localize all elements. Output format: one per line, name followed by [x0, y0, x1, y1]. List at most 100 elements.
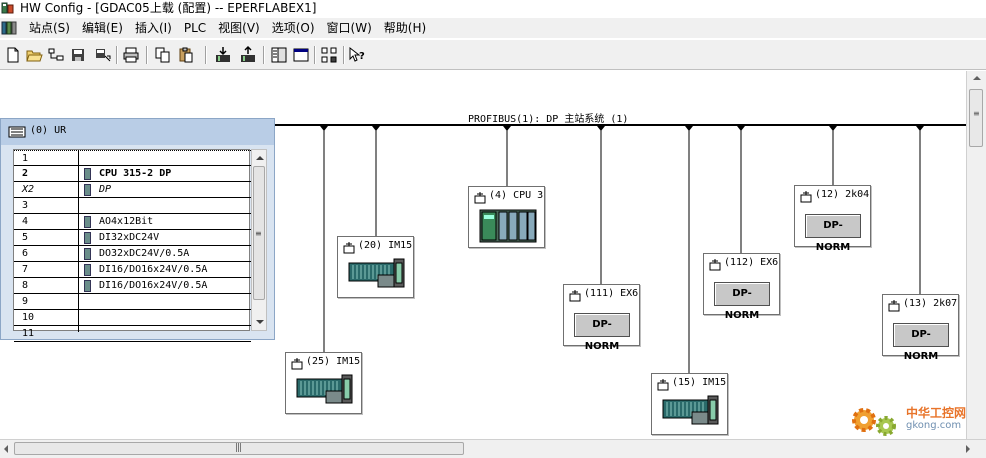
window-icon[interactable] — [292, 46, 310, 64]
gkong-watermark: 中华工控网 gkong.com — [848, 400, 978, 440]
io-module-icon — [84, 280, 91, 292]
toolbar-separator — [146, 46, 148, 64]
rack-row[interactable]: 2 CPU 315-2 DP — [14, 166, 251, 182]
catalog-icon[interactable] — [270, 46, 288, 64]
io-module-icon — [84, 264, 91, 276]
slot-number: 3 — [22, 200, 29, 211]
rack-row[interactable]: 1 — [14, 150, 251, 166]
rack-row[interactable]: 9 — [14, 294, 251, 310]
station-112-ex6[interactable]: (112) EX6 DP-NORM — [703, 253, 780, 321]
rack-scrollbar[interactable]: ≡ — [251, 149, 267, 331]
dp-slave-icon — [343, 242, 355, 254]
station-label: (20) IM15 — [358, 240, 413, 251]
station-label: (12) 2k04 — [815, 189, 870, 200]
station-label: (15) IM15 — [672, 377, 727, 388]
io-module-icon — [84, 216, 91, 228]
menu-bar: 站点(S) 编辑(E) 插入(I) PLC 视图(V) 选项(O) 窗口(W) … — [0, 18, 986, 38]
rack-row[interactable]: 8 DI16/DO16x24V/0.5A — [14, 278, 251, 294]
help-cursor-icon[interactable]: ? — [348, 46, 366, 64]
station-111-ex6[interactable]: (111) EX6 DP-NORM — [563, 284, 640, 352]
bus-taps — [320, 125, 924, 373]
rack-title-bar[interactable]: (0) UR — [1, 119, 274, 145]
profibus-label[interactable]: PROFIBUS(1): DP 主站系统 (1) — [468, 114, 629, 125]
slot-number: 6 — [22, 248, 29, 259]
save-icon[interactable] — [69, 46, 87, 64]
module-name: AO4x12Bit — [99, 216, 154, 227]
scroll-up-arrow-icon[interactable] — [973, 76, 981, 80]
rack-icon — [8, 126, 26, 138]
toolbar: ? — [0, 40, 986, 70]
rack-row[interactable]: 11 — [14, 326, 251, 342]
station-12-2k04[interactable]: (12) 2k04 DP-NORM — [794, 185, 871, 253]
paste-icon[interactable] — [177, 46, 195, 64]
station-label: (112) EX6 — [724, 257, 779, 268]
station-4-cpu[interactable]: (4) CPU 3 — [468, 186, 545, 248]
title-bar: HW Config - [GDAC05上载 (配置) -- EPERFLABEX… — [0, 0, 986, 17]
rack-row[interactable]: 3 — [14, 198, 251, 214]
rack-row[interactable]: 7 DI16/DO16x24V/0.5A — [14, 262, 251, 278]
scroll-down-arrow-icon[interactable] — [256, 320, 264, 324]
slot-number: 11 — [22, 328, 35, 339]
compile-save-icon[interactable] — [94, 46, 112, 64]
download-icon[interactable] — [214, 46, 232, 64]
scroll-up-arrow-icon[interactable] — [256, 156, 264, 160]
scroll-left-arrow-icon[interactable] — [4, 445, 8, 453]
station-25-im15[interactable]: (25) IM15 — [285, 352, 362, 414]
et200-module-icon — [296, 374, 353, 404]
station-label: (4) CPU 3 — [489, 190, 544, 201]
menu-insert[interactable]: 插入(I) — [134, 21, 172, 35]
rack-title: (0) UR — [30, 125, 67, 136]
menu-help[interactable]: 帮助(H) — [383, 21, 427, 35]
toolbar-separator — [314, 46, 316, 64]
menu-plc[interactable]: PLC — [183, 21, 207, 35]
svg-text:?: ? — [359, 51, 365, 62]
slot-number: 8 — [22, 280, 29, 291]
scroll-grip-icon: ||| — [235, 443, 242, 453]
menu-window[interactable]: 窗口(W) — [326, 21, 372, 35]
io-module-icon — [84, 232, 91, 244]
rack-row[interactable]: 6 DO32xDC24V/0.5A — [14, 246, 251, 262]
rack-slot-table: 1 2 CPU 315-2 DP X2 DP 3 4 AO4x12Bit 5 — [13, 149, 251, 342]
dp-norm-badge: DP-NORM — [805, 214, 861, 253]
upload-icon[interactable] — [239, 45, 257, 64]
dp-norm-badge: DP-NORM — [574, 313, 630, 352]
module-name: DI16/DO16x24V/0.5A — [99, 264, 208, 275]
menu-options[interactable]: 选项(O) — [271, 21, 315, 35]
print-icon[interactable] — [122, 46, 140, 64]
network-view-icon[interactable] — [320, 46, 338, 64]
rack-row[interactable]: 10 — [14, 310, 251, 326]
dp-slave-icon — [709, 259, 721, 271]
station-menu-icon[interactable] — [1, 20, 17, 36]
gear-logo-icon — [852, 408, 896, 436]
toolbar-separator — [116, 46, 118, 64]
scroll-right-arrow-icon[interactable] — [966, 445, 970, 453]
workspace-vertical-scrollbar[interactable]: ≡ — [966, 71, 986, 439]
menu-view[interactable]: 视图(V) — [218, 21, 260, 35]
rack-row[interactable]: 4 AO4x12Bit — [14, 214, 251, 230]
module-name: DI32xDC24V — [99, 232, 160, 243]
copy-icon[interactable] — [154, 46, 172, 64]
workspace-horizontal-scrollbar[interactable]: ||| — [0, 439, 986, 458]
menu-edit[interactable]: 编辑(E) — [81, 21, 123, 35]
rack-row[interactable]: X2 DP — [14, 182, 251, 198]
horizontal-scroll-thumb[interactable]: ||| — [14, 442, 464, 455]
dp-slave-icon — [569, 290, 581, 302]
slot-number: 2 — [22, 168, 29, 179]
menu-station[interactable]: 站点(S) — [29, 21, 70, 35]
station-20-im15[interactable]: (20) IM15 — [337, 236, 414, 298]
window-title: HW Config - [GDAC05上载 (配置) -- EPERFLABEX… — [20, 1, 317, 15]
station-13-2k07[interactable]: (13) 2k07 DP-NORM — [882, 294, 959, 362]
station-label: (13) 2k07 — [903, 298, 958, 309]
new-icon[interactable] — [4, 46, 22, 64]
rack-column-divider — [78, 150, 79, 332]
rack-window[interactable]: (0) UR 1 2 CPU 315-2 DP X2 DP 3 4 — [0, 118, 275, 342]
toolbar-separator — [343, 46, 345, 64]
vertical-scroll-thumb[interactable]: ≡ — [969, 89, 983, 147]
open-icon[interactable] — [25, 46, 43, 64]
rack-row[interactable]: 5 DI32xDC24V — [14, 230, 251, 246]
network-open-icon[interactable] — [47, 46, 65, 64]
rack-scroll-thumb[interactable] — [253, 166, 265, 300]
station-15-im15[interactable]: (15) IM15 — [651, 373, 728, 435]
slot-number: 5 — [22, 232, 29, 243]
dp-norm-badge: DP-NORM — [893, 323, 949, 362]
